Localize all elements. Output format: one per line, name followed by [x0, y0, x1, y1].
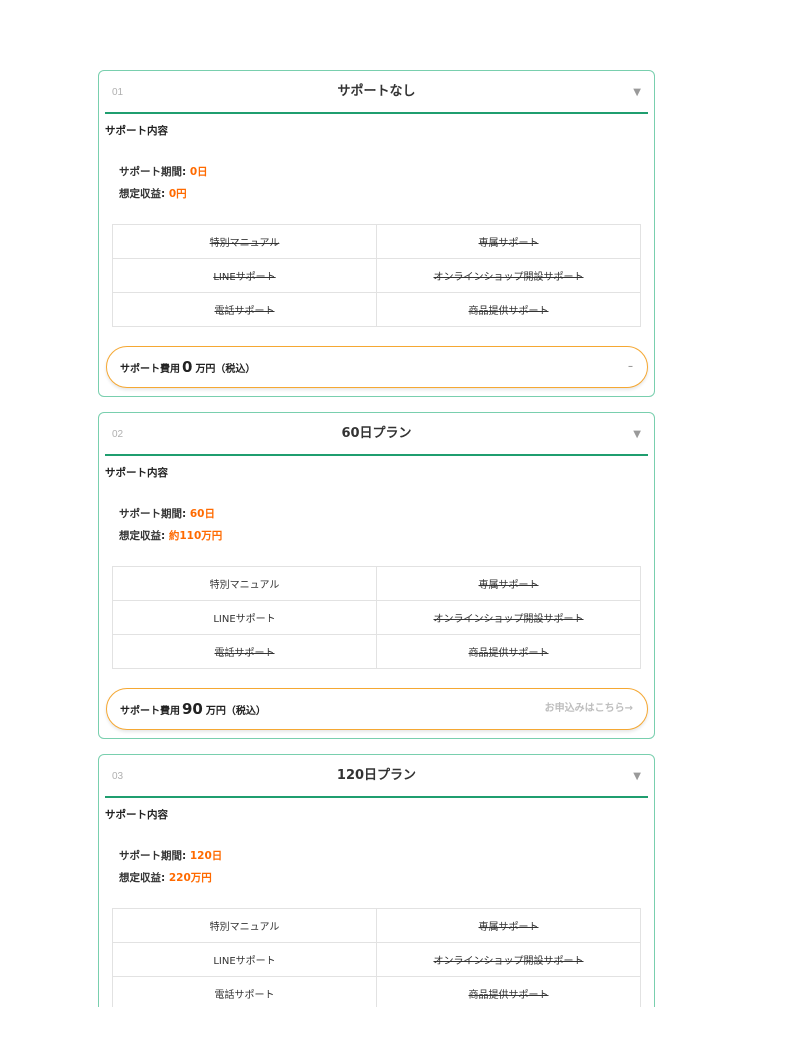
- plan-list: 01 サポートなし ▼ サポート内容 サポート期間: 0日 想定収益: 0円 特…: [98, 70, 655, 1007]
- feature-table: 特別マニュアル 専属サポート LINEサポート オンラインショップ開設サポート …: [112, 908, 641, 1007]
- feature-cell: 電話サポート: [112, 292, 377, 327]
- header-divider: [105, 112, 648, 114]
- feature-cell: 商品提供サポート: [376, 292, 641, 327]
- support-period: サポート期間: 0日: [119, 165, 208, 179]
- revenue-label: 想定収益:: [119, 872, 169, 884]
- feature-cell: オンラインショップ開設サポート: [376, 942, 641, 977]
- chevron-down-icon[interactable]: ▼: [633, 771, 641, 782]
- fee-suffix: 万円（税込）: [195, 364, 256, 375]
- apply-link[interactable]: お申込みはこちら→: [544, 703, 633, 714]
- feature-cell: 商品提供サポート: [376, 634, 641, 669]
- feature-cell: 電話サポート: [112, 634, 377, 669]
- revenue-value: 220万円: [168, 872, 212, 884]
- fee-amount: 90: [182, 700, 203, 718]
- period-value: 120日: [189, 850, 223, 862]
- feature-cell: 特別マニュアル: [112, 566, 377, 601]
- period-label: サポート期間:: [119, 850, 190, 862]
- expected-revenue: 想定収益: 220万円: [119, 871, 212, 885]
- support-period: サポート期間: 120日: [119, 849, 222, 863]
- feature-cell: 専属サポート: [376, 224, 641, 259]
- period-label: サポート期間:: [119, 166, 190, 178]
- section-label: サポート内容: [105, 809, 168, 821]
- feature-cell: 特別マニュアル: [112, 908, 377, 943]
- feature-cell: オンラインショップ開設サポート: [376, 258, 641, 293]
- revenue-value: 0円: [168, 188, 187, 200]
- plan-title[interactable]: 60日プラン: [341, 426, 412, 441]
- period-label: サポート期間:: [119, 508, 190, 520]
- revenue-value: 約110万円: [168, 530, 223, 542]
- header-divider: [105, 796, 648, 798]
- revenue-label: 想定収益:: [119, 188, 169, 200]
- feature-cell: オンラインショップ開設サポート: [376, 600, 641, 635]
- feature-cell: 特別マニュアル: [112, 224, 377, 259]
- fee-prefix: サポート費用: [120, 364, 180, 375]
- fee-suffix: 万円（税込）: [205, 706, 266, 717]
- plan-card-03: 03 120日プラン ▼ サポート内容 サポート期間: 120日 想定収益: 2…: [98, 754, 655, 1007]
- plan-number: 02: [112, 429, 124, 440]
- feature-table: 特別マニュアル 専属サポート LINEサポート オンラインショップ開設サポート …: [112, 566, 641, 669]
- feature-cell: LINEサポート: [112, 600, 377, 635]
- expected-revenue: 想定収益: 約110万円: [119, 529, 222, 543]
- header-divider: [105, 454, 648, 456]
- period-value: 0日: [189, 166, 208, 178]
- plan-title[interactable]: サポートなし: [337, 84, 416, 99]
- feature-cell: 電話サポート: [112, 976, 377, 1007]
- plan-card-02: 02 60日プラン ▼ サポート内容 サポート期間: 60日 想定収益: 約11…: [98, 412, 655, 739]
- expected-revenue: 想定収益: 0円: [119, 187, 187, 201]
- support-period: サポート期間: 60日: [119, 507, 215, 521]
- feature-cell: 専属サポート: [376, 566, 641, 601]
- revenue-label: 想定収益:: [119, 530, 169, 542]
- fee-prefix: サポート費用: [120, 706, 180, 717]
- plan-title[interactable]: 120日プラン: [336, 768, 417, 783]
- fee-amount: 0: [182, 358, 193, 376]
- feature-table: 特別マニュアル 専属サポート LINEサポート オンラインショップ開設サポート …: [112, 224, 641, 327]
- plan-number: 01: [112, 87, 124, 98]
- fee-action: –: [628, 361, 633, 372]
- feature-cell: LINEサポート: [112, 942, 377, 977]
- feature-cell: 専属サポート: [376, 908, 641, 943]
- feature-cell: 商品提供サポート: [376, 976, 641, 1007]
- chevron-down-icon[interactable]: ▼: [633, 429, 641, 440]
- section-label: サポート内容: [105, 125, 168, 137]
- feature-cell: LINEサポート: [112, 258, 377, 293]
- plan-number: 03: [112, 771, 124, 782]
- section-label: サポート内容: [105, 467, 168, 479]
- chevron-down-icon[interactable]: ▼: [633, 87, 641, 98]
- period-value: 60日: [189, 508, 215, 520]
- plan-card-01: 01 サポートなし ▼ サポート内容 サポート期間: 0日 想定収益: 0円 特…: [98, 70, 655, 397]
